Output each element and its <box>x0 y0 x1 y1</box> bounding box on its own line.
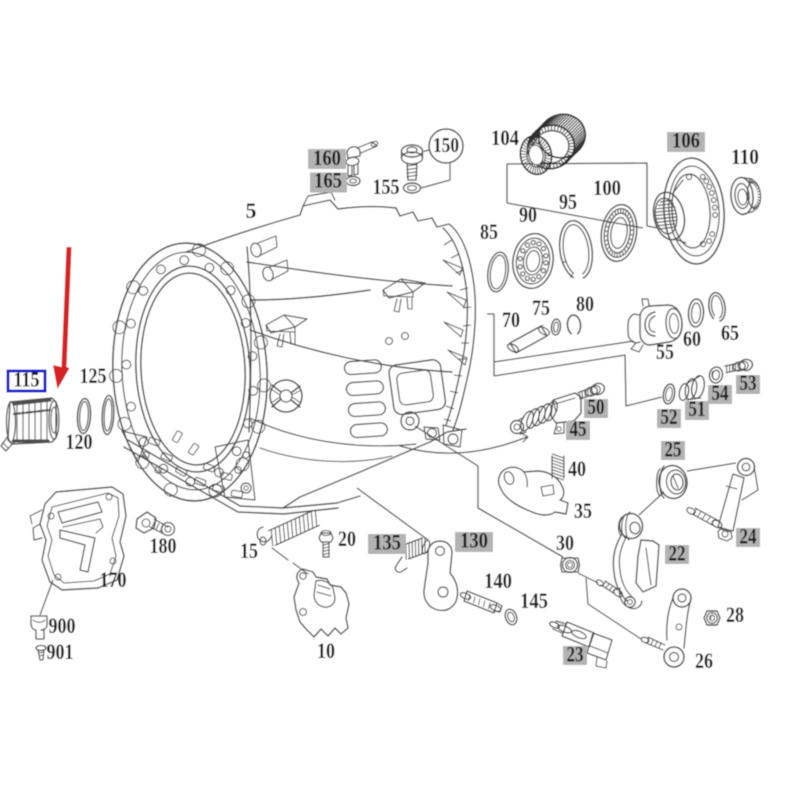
svg-text:25: 25 <box>665 437 682 462</box>
svg-text:900: 900 <box>49 613 76 638</box>
svg-text:45: 45 <box>570 416 587 441</box>
svg-text:5: 5 <box>246 198 257 223</box>
svg-text:155: 155 <box>373 174 400 199</box>
svg-text:90: 90 <box>519 202 537 227</box>
svg-text:51: 51 <box>689 396 706 421</box>
svg-text:120: 120 <box>66 429 93 454</box>
svg-text:60: 60 <box>683 326 701 351</box>
svg-text:26: 26 <box>695 648 713 673</box>
svg-text:140: 140 <box>484 568 512 593</box>
svg-text:54: 54 <box>712 380 729 405</box>
svg-text:104: 104 <box>491 125 519 150</box>
svg-text:160: 160 <box>313 145 341 170</box>
svg-text:95: 95 <box>559 189 577 214</box>
svg-text:30: 30 <box>556 530 574 555</box>
svg-text:65: 65 <box>721 320 739 345</box>
svg-text:80: 80 <box>576 291 594 316</box>
svg-text:75: 75 <box>532 295 550 320</box>
svg-text:23: 23 <box>567 642 584 667</box>
svg-text:130: 130 <box>460 528 488 553</box>
svg-text:15: 15 <box>240 538 258 563</box>
svg-text:125: 125 <box>80 363 107 388</box>
svg-text:85: 85 <box>480 219 498 244</box>
svg-text:70: 70 <box>502 307 520 332</box>
svg-text:35: 35 <box>574 498 592 523</box>
svg-text:110: 110 <box>731 144 759 169</box>
svg-text:170: 170 <box>100 567 127 592</box>
svg-text:135: 135 <box>373 530 401 555</box>
svg-text:100: 100 <box>593 175 621 200</box>
svg-text:20: 20 <box>338 526 356 551</box>
svg-text:55: 55 <box>656 339 674 364</box>
svg-text:106: 106 <box>672 128 700 153</box>
svg-text:10: 10 <box>317 638 335 663</box>
svg-text:165: 165 <box>314 168 342 193</box>
svg-text:180: 180 <box>150 533 177 558</box>
svg-text:24: 24 <box>740 524 757 549</box>
svg-text:28: 28 <box>726 602 744 627</box>
svg-text:901: 901 <box>47 639 74 664</box>
svg-text:150: 150 <box>433 133 459 157</box>
svg-text:53: 53 <box>740 370 757 395</box>
svg-text:115: 115 <box>14 367 40 391</box>
svg-text:50: 50 <box>588 394 605 419</box>
svg-text:22: 22 <box>669 541 686 566</box>
svg-text:40: 40 <box>568 456 586 481</box>
svg-text:52: 52 <box>661 404 678 429</box>
svg-text:145: 145 <box>520 588 548 613</box>
